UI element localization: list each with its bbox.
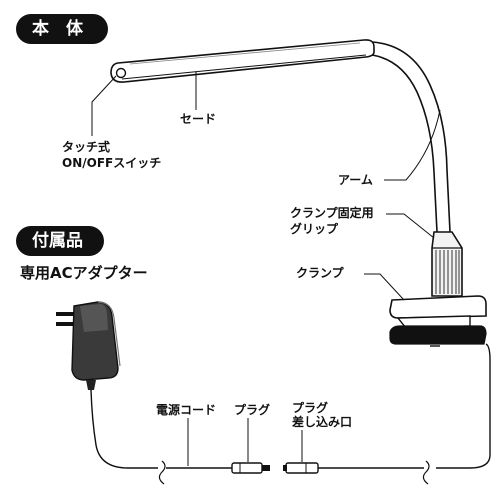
plug-socket-label-line2: 差し込み口 — [292, 415, 353, 429]
clamp-grip — [431, 231, 463, 297]
touch-switch-label-line1: タッチ式 — [62, 140, 111, 154]
clamp — [389, 295, 487, 347]
touch-switch-icon — [115, 67, 127, 79]
plug-socket-icon — [283, 462, 319, 474]
accessories-heading: 付属品 — [16, 226, 104, 256]
accessory-item-label: 専用ACアダプター — [20, 264, 148, 282]
power-cord-label: 電源コード — [156, 403, 217, 417]
plug-label: プラグ — [234, 403, 271, 417]
clamp-label: クランプ — [296, 266, 344, 280]
plug-socket-label-line1: プラグ — [292, 401, 329, 415]
shade-label: セード — [180, 112, 217, 126]
clamp-grip-label-line2: グリップ — [290, 222, 339, 236]
clamp-grip-label-line1: クランプ固定用 — [290, 206, 374, 220]
plug-icon — [231, 462, 270, 474]
ac-adapter-icon — [56, 301, 121, 390]
main-unit-heading: 本 体 — [16, 14, 108, 44]
arm-label: アーム — [338, 173, 373, 187]
touch-switch-label-line2: ON/OFFスイッチ — [62, 156, 162, 170]
leader-lines — [91, 72, 441, 466]
power-cord-line — [90, 343, 491, 485]
lamp-shade — [110, 39, 375, 83]
lamp-arm — [371, 41, 451, 233]
